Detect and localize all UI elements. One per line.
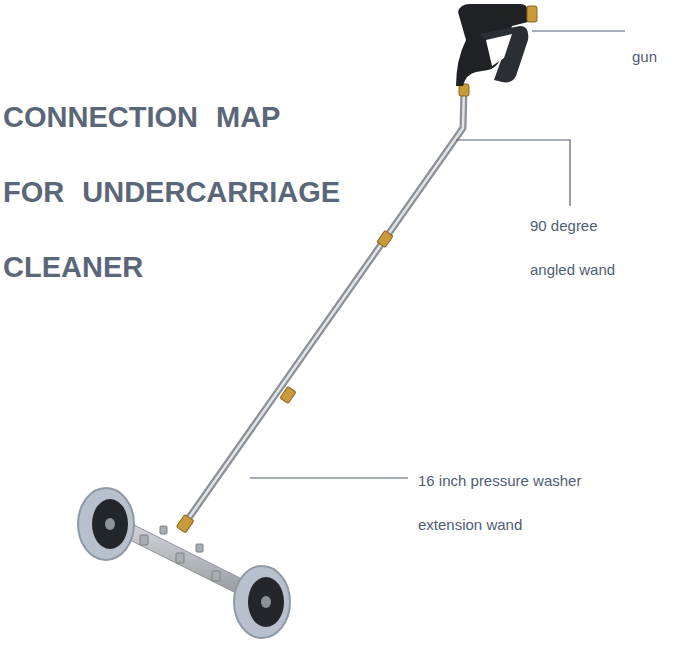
wand-shine [186, 88, 464, 522]
wheel [78, 488, 290, 638]
wand [186, 88, 464, 522]
part-label: gun [632, 35, 676, 79]
part-label: 16 inch pressure washer extension wand [418, 459, 623, 547]
brass-coupler [176, 84, 469, 533]
spray-gun [456, 4, 537, 86]
part-label: 90 degree angled wand [530, 204, 638, 292]
leader-line [250, 31, 625, 478]
diagram-title: CONNECTION MAP FOR UNDERCARRIAGE CLEANER [3, 80, 353, 305]
